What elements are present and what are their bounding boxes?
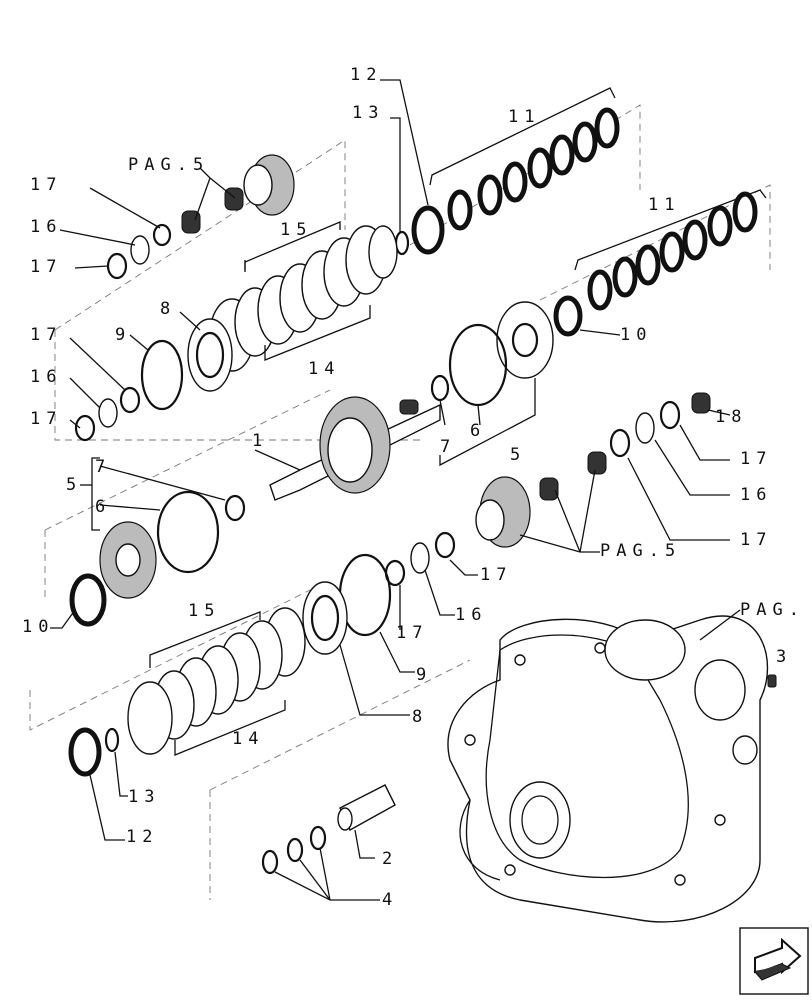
label-9-upper: 9 [115,325,131,345]
label-16-d: 16 [455,605,487,625]
top-gear-assembly [181,154,295,234]
lower-washer-stack [384,531,478,630]
upper-washer-stack [59,187,172,280]
label-12-lower: 12 [126,827,158,847]
plate-8-upper [129,311,233,411]
middle-washer-stack [69,337,141,442]
label-13-lower: 13 [128,787,160,807]
main-shaft-1 [254,396,441,501]
label-3: 3 [776,647,792,667]
label-17-b: 17 [30,257,62,277]
lower-clutch-pack [127,553,415,756]
label-14-lower: 14 [232,729,264,749]
seal-ring-12-lower [68,727,128,841]
label-5-left: 5 [66,475,82,495]
transmission-housing [447,609,777,923]
label-17-e: 17 [740,449,772,469]
label-pag-housing: PAG. [740,600,805,620]
label-9-lower: 9 [416,665,432,685]
next-page-arrow-icon[interactable] [739,927,809,995]
label-5-right: 5 [510,445,526,465]
label-7-right: 7 [440,437,456,457]
seal-ring-12-upper [380,79,445,256]
label-2: 2 [382,849,398,869]
label-4: 4 [382,890,398,910]
label-1: 1 [252,431,268,451]
ring-set-11-lower [574,189,767,311]
right-washer-stack [587,392,731,541]
label-7-left: 7 [95,457,111,477]
label-10-right: 10 [620,325,652,345]
piston-assembly-lower [50,457,246,629]
label-16-c: 16 [740,485,772,505]
label-6-right: 6 [470,421,486,441]
label-17-h: 17 [396,623,428,643]
label-16-a: 16 [30,217,62,237]
label-14-upper: 14 [308,359,340,379]
label-11-lower: 11 [648,195,680,215]
label-12-upper: 12 [350,65,382,85]
label-17-g: 17 [480,565,512,585]
label-6-left: 6 [95,497,111,517]
label-15-lower: 15 [188,601,220,621]
label-17-a: 17 [30,175,62,195]
label-18: 18 [715,407,747,427]
label-pag5-mid: PAG.5 [600,541,681,561]
label-8-upper: 8 [160,299,176,319]
middle-gear-assembly [475,469,600,553]
sleeve-and-orings [261,784,396,901]
ring-set-11-upper [429,87,620,231]
label-pag5-top: PAG.5 [128,155,209,175]
label-11-upper: 11 [508,107,540,127]
label-17-f: 17 [740,530,772,550]
label-8-lower: 8 [412,707,428,727]
label-17-d: 17 [30,409,62,429]
label-15-upper: 15 [280,220,312,240]
upper-clutch-pack [209,221,398,372]
label-16-b: 16 [30,367,62,387]
piston-assembly-upper [430,295,621,467]
label-17-c: 17 [30,325,62,345]
label-13-upper: 13 [352,103,384,123]
label-10-left: 10 [22,617,54,637]
